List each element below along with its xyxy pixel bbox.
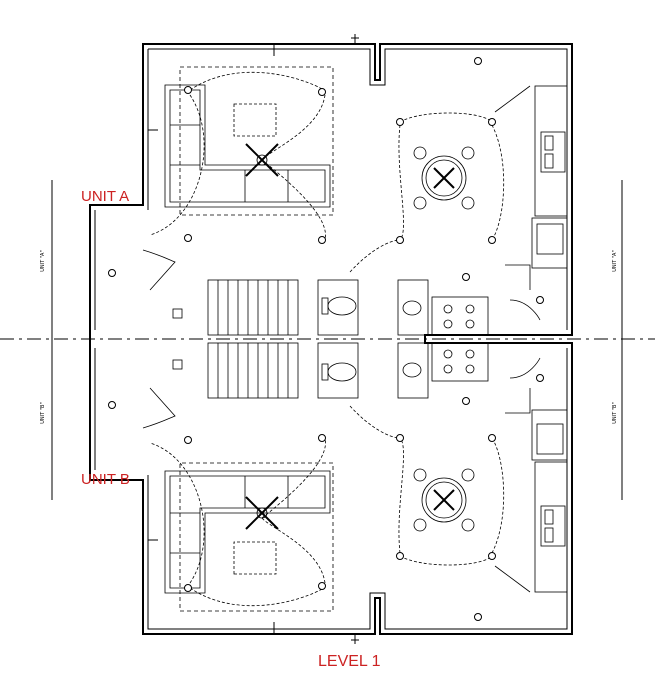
light-fixtures bbox=[108, 57, 544, 621]
side-label-left-bottom: UNIT "B" bbox=[39, 402, 46, 424]
unit-b-plan bbox=[142, 342, 568, 612]
side-label-right-top: UNIT "A" bbox=[611, 250, 618, 272]
side-label-right-bottom: UNIT "B" bbox=[611, 402, 618, 424]
stair-treads bbox=[217, 280, 289, 335]
level-label: LEVEL 1 bbox=[318, 653, 381, 670]
unit-b-label: UNIT B bbox=[81, 471, 130, 488]
outer-wall bbox=[89, 43, 573, 635]
side-label-left-top: UNIT "A" bbox=[39, 250, 46, 272]
unit-a-plan bbox=[142, 66, 568, 336]
unit-a-label: UNIT A bbox=[81, 188, 130, 205]
sofa bbox=[164, 84, 331, 208]
outlet-ticks bbox=[148, 34, 359, 644]
